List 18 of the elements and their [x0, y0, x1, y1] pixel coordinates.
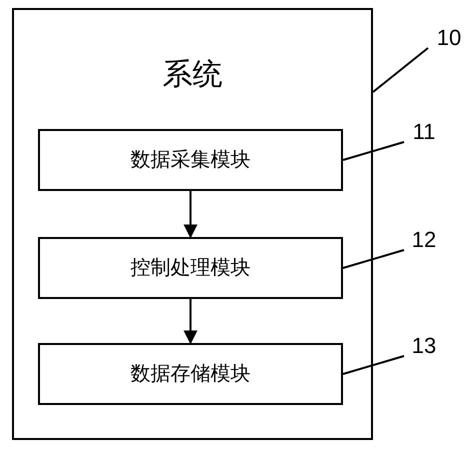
- leader-line: [342, 355, 404, 375]
- arrow: [184, 191, 198, 238]
- leader-line: [342, 141, 404, 161]
- callout-number: 12: [412, 229, 436, 251]
- system-box: [12, 8, 373, 440]
- module-box: [38, 343, 343, 405]
- module-label: 控制处理模块: [130, 256, 250, 281]
- module-box: [38, 129, 343, 191]
- arrow: [184, 299, 198, 344]
- callout-number: 10: [436, 27, 462, 49]
- leader-line: [372, 47, 429, 93]
- module-label: 数据采集模块: [130, 148, 250, 173]
- module-box: [38, 237, 343, 299]
- callout-number: 11: [412, 121, 436, 143]
- leader-line: [342, 249, 404, 269]
- system-title: 系统: [162, 57, 224, 93]
- callout-number: 13: [412, 335, 436, 357]
- module-label: 数据存储模块: [130, 362, 250, 387]
